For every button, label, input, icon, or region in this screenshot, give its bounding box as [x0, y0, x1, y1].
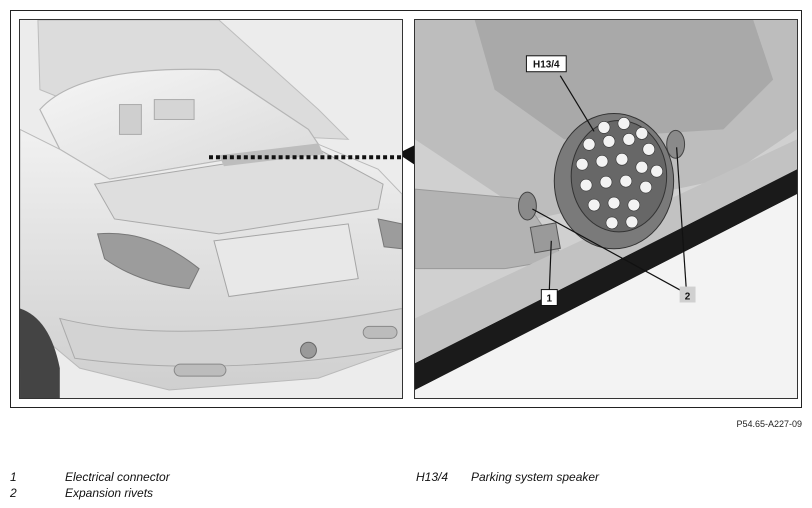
exhaust-left: [173, 363, 227, 377]
speaker-detail-view: H13/4 1 2: [414, 19, 798, 399]
callout-1: 1: [540, 289, 558, 306]
tail-light-right: [377, 218, 402, 250]
exhaust-right: [362, 325, 398, 339]
car-rear-illustration: [20, 20, 402, 398]
leader-lines: [532, 75, 688, 295]
parking-system-speaker: [553, 113, 675, 250]
trim-edge: [415, 169, 797, 391]
legend-item-2: 2 Expansion rivets: [10, 486, 390, 502]
svg-text:1: 1: [547, 294, 553, 305]
tail-light-left: [96, 232, 200, 290]
license-plate-recess: [213, 223, 359, 298]
legend-number: 1: [10, 470, 17, 484]
legend-text: Electrical connector: [65, 470, 170, 484]
panel-connector-leader: [403, 145, 415, 165]
figure-frame: H13/4 1 2: [10, 10, 802, 408]
speaker-detail-illustration: H13/4 1 2: [415, 20, 797, 398]
rear-window: [39, 68, 320, 180]
svg-text:H13/4: H13/4: [533, 60, 560, 71]
callout-h13-4: H13/4: [525, 55, 567, 73]
legend-text: Expansion rivets: [65, 486, 154, 500]
legend-number: 2: [10, 486, 17, 500]
tow-hitch: [300, 341, 317, 359]
legend-item-h13-4: H13/4 Parking system speaker: [416, 470, 796, 486]
legend-number: H13/4: [416, 470, 449, 484]
speaker-grille: [575, 117, 663, 230]
expansion-rivet-right: [666, 129, 686, 159]
legend-item-1: 1 Electrical connector: [10, 470, 390, 486]
expansion-rivet-left: [517, 191, 537, 221]
car-rear-view: [19, 19, 403, 399]
figure-reference-code: P54.65-A227-09: [736, 419, 802, 429]
legend-text: Parking system speaker: [471, 470, 600, 484]
callout-2: 2: [679, 286, 696, 303]
svg-text:2: 2: [685, 292, 691, 303]
electrical-connector: [529, 222, 561, 254]
